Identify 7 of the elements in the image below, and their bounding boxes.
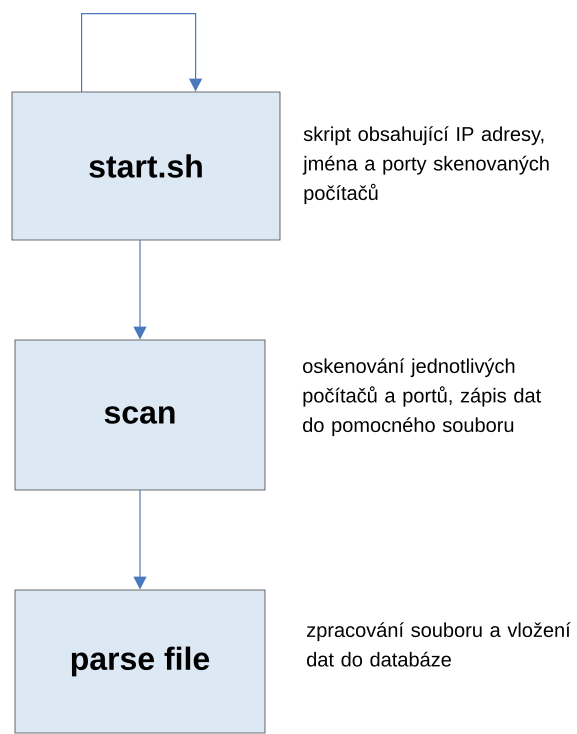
process-box: parse file [14,590,266,734]
arrow [81,13,202,92]
description-text: skript obsahující IP adresy, jména a porty skenovaných počítačů [302,126,549,204]
process-box: scan [14,340,266,490]
process-box: start.sh [12,92,280,240]
description-text: oskenování jednotlivých počítačů a portů, zápis dat do pomocného souboru [303,358,542,436]
description-text: zpracování souboru a vložení dat do databáze [307,622,571,667]
